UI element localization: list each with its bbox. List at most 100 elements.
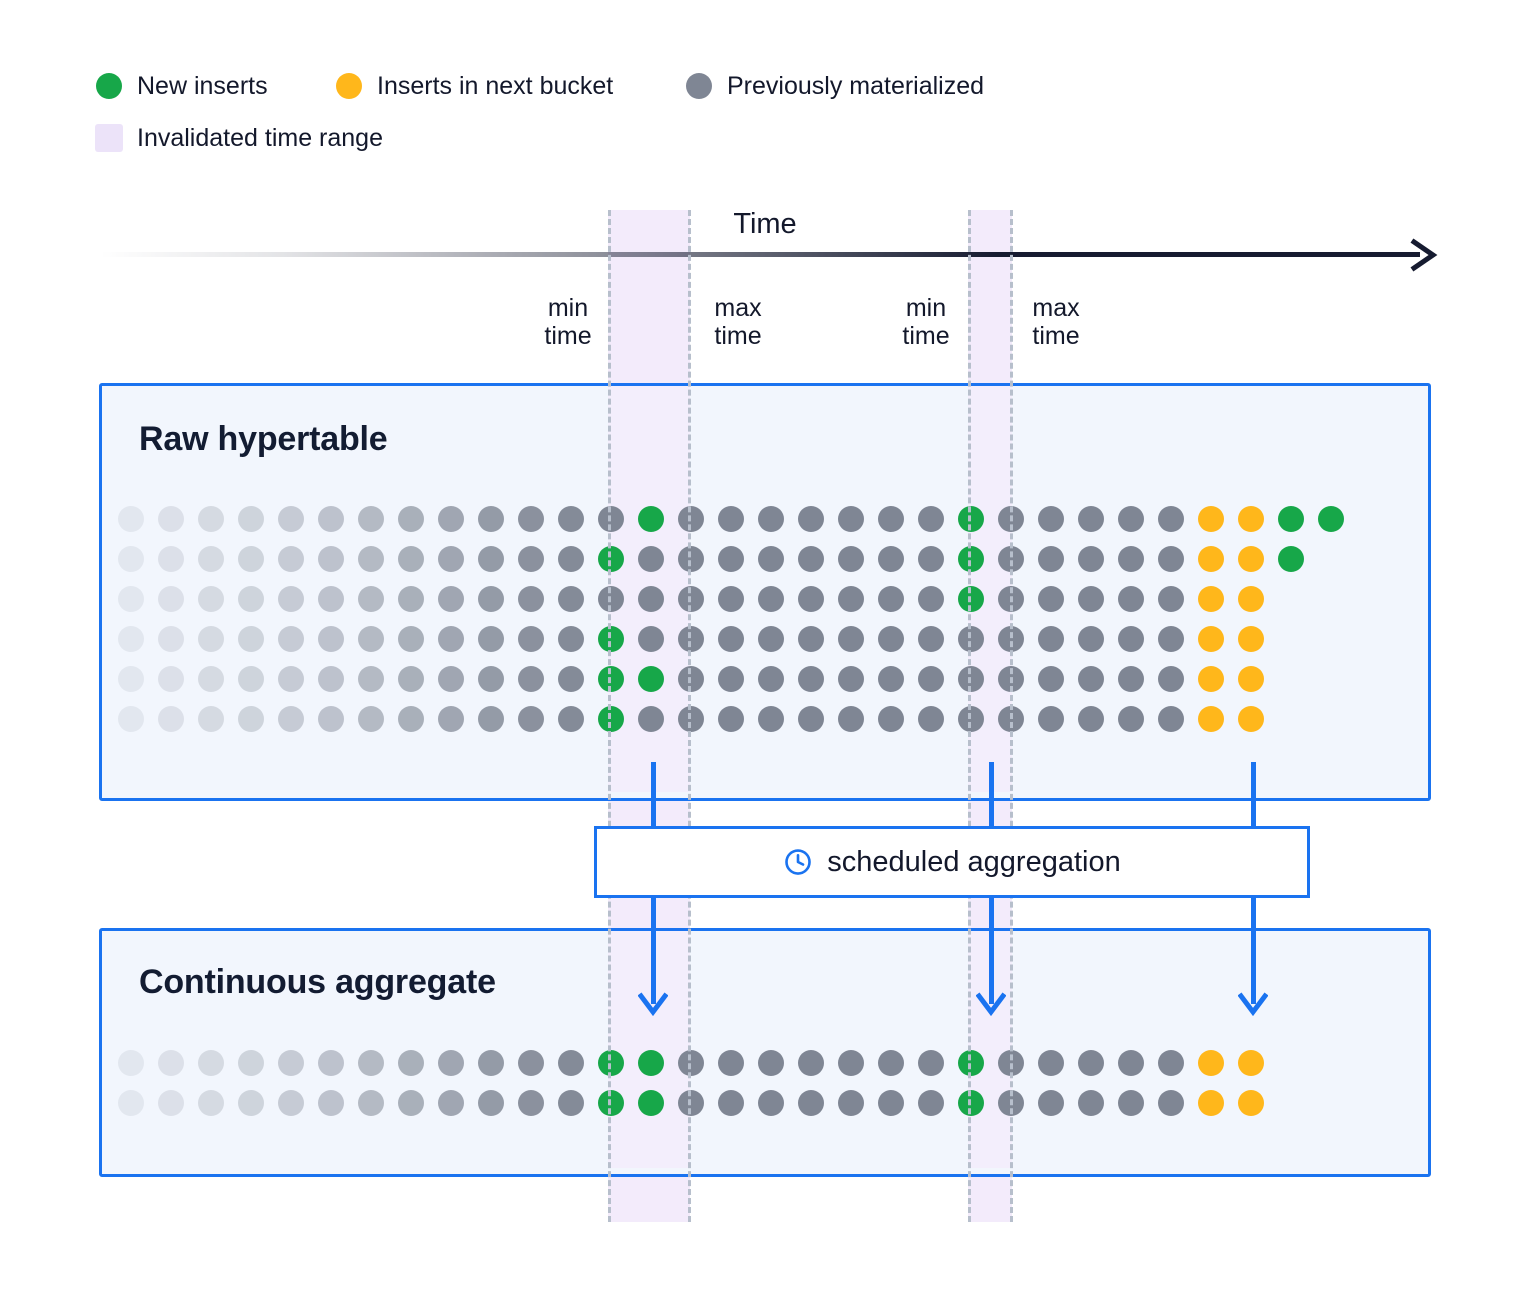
dot-previously-materialized — [638, 626, 664, 652]
dot-insert-next-bucket — [1238, 546, 1264, 572]
dot-previously-materialized — [718, 1050, 744, 1076]
dot-previously-materialized — [758, 586, 784, 612]
dot-new-insert — [598, 1090, 624, 1116]
dot-previously-materialized — [358, 1050, 384, 1076]
connector-up-2 — [989, 762, 994, 828]
inserts-next-bucket-swatch-icon — [336, 73, 362, 99]
dot-previously-materialized — [1118, 1090, 1144, 1116]
dot-previously-materialized — [278, 506, 304, 532]
dot-previously-materialized — [1158, 666, 1184, 692]
dot-previously-materialized — [318, 586, 344, 612]
dot-new-insert — [958, 1090, 984, 1116]
dot-previously-materialized — [678, 506, 704, 532]
legend-label-new-inserts: New inserts — [137, 71, 268, 100]
dot-previously-materialized — [438, 506, 464, 532]
dot-new-insert — [958, 1050, 984, 1076]
dot-previously-materialized — [838, 626, 864, 652]
dot-previously-materialized — [638, 706, 664, 732]
dot-previously-materialized — [158, 706, 184, 732]
dot-new-insert — [598, 1050, 624, 1076]
connector-down-2 — [989, 896, 994, 1004]
dot-previously-materialized — [678, 546, 704, 572]
time-axis-title: Time — [733, 208, 797, 240]
dot-previously-materialized — [438, 706, 464, 732]
dot-previously-materialized — [278, 586, 304, 612]
dot-previously-materialized — [1078, 626, 1104, 652]
dot-previously-materialized — [958, 706, 984, 732]
dot-previously-materialized — [598, 586, 624, 612]
dot-previously-materialized — [438, 586, 464, 612]
dot-previously-materialized — [1078, 1050, 1104, 1076]
dot-new-insert — [638, 1090, 664, 1116]
dot-previously-materialized — [918, 506, 944, 532]
dot-previously-materialized — [1038, 1050, 1064, 1076]
dot-previously-materialized — [358, 626, 384, 652]
connector-up-3 — [1251, 762, 1256, 828]
dot-new-insert — [598, 546, 624, 572]
dot-previously-materialized — [278, 1090, 304, 1116]
dot-previously-materialized — [1078, 546, 1104, 572]
dot-insert-next-bucket — [1198, 1050, 1224, 1076]
dot-previously-materialized — [198, 666, 224, 692]
dot-previously-materialized — [1118, 706, 1144, 732]
dot-previously-materialized — [118, 1050, 144, 1076]
dot-insert-next-bucket — [1198, 706, 1224, 732]
dot-previously-materialized — [718, 506, 744, 532]
legend-item-inserts-next-bucket: Inserts in next bucket — [336, 72, 686, 101]
dot-previously-materialized — [918, 706, 944, 732]
dot-previously-materialized — [918, 626, 944, 652]
dot-previously-materialized — [398, 706, 424, 732]
dot-previously-materialized — [558, 666, 584, 692]
dot-previously-materialized — [918, 1050, 944, 1076]
dot-previously-materialized — [198, 506, 224, 532]
dot-previously-materialized — [878, 546, 904, 572]
dot-insert-next-bucket — [1238, 1050, 1264, 1076]
dot-previously-materialized — [118, 586, 144, 612]
dot-previously-materialized — [438, 1050, 464, 1076]
dot-previously-materialized — [918, 586, 944, 612]
dot-previously-materialized — [518, 506, 544, 532]
dot-previously-materialized — [1118, 546, 1144, 572]
dot-previously-materialized — [838, 666, 864, 692]
dot-previously-materialized — [358, 1090, 384, 1116]
continuous-aggregate-title: Continuous aggregate — [139, 963, 496, 1001]
legend-row-primary: New inserts Inserts in next bucket Previ… — [96, 60, 1096, 112]
dot-insert-next-bucket — [1238, 586, 1264, 612]
dot-new-insert — [1278, 546, 1304, 572]
dot-previously-materialized — [118, 666, 144, 692]
dot-previously-materialized — [478, 506, 504, 532]
dot-previously-materialized — [1038, 626, 1064, 652]
marker-label-max-time-2: max time — [996, 294, 1116, 350]
time-axis-line — [100, 252, 1420, 257]
dot-previously-materialized — [318, 626, 344, 652]
dot-previously-materialized — [758, 1090, 784, 1116]
dot-previously-materialized — [678, 1050, 704, 1076]
dot-previously-materialized — [1158, 506, 1184, 532]
dot-insert-next-bucket — [1198, 626, 1224, 652]
legend-item-invalidated-range: Invalidated time range — [95, 124, 383, 153]
dot-previously-materialized — [678, 1090, 704, 1116]
arrow-head-2-icon — [975, 992, 1007, 1018]
dot-previously-materialized — [318, 546, 344, 572]
dot-previously-materialized — [718, 706, 744, 732]
dot-previously-materialized — [678, 586, 704, 612]
dot-previously-materialized — [798, 546, 824, 572]
dot-previously-materialized — [238, 706, 264, 732]
dot-previously-materialized — [678, 666, 704, 692]
dot-previously-materialized — [758, 626, 784, 652]
dot-previously-materialized — [918, 546, 944, 572]
dot-previously-materialized — [838, 506, 864, 532]
legend-item-previously-materialized: Previously materialized — [686, 72, 984, 101]
dot-insert-next-bucket — [1198, 506, 1224, 532]
scheduled-aggregation-box[interactable]: scheduled aggregation — [594, 826, 1310, 898]
dot-previously-materialized — [278, 706, 304, 732]
arrow-head-1-icon — [637, 992, 669, 1018]
dot-previously-materialized — [398, 626, 424, 652]
dot-previously-materialized — [878, 506, 904, 532]
dot-previously-materialized — [958, 666, 984, 692]
dot-previously-materialized — [1038, 706, 1064, 732]
dot-previously-materialized — [838, 706, 864, 732]
legend-item-new-inserts: New inserts — [96, 72, 336, 101]
dot-previously-materialized — [558, 1050, 584, 1076]
